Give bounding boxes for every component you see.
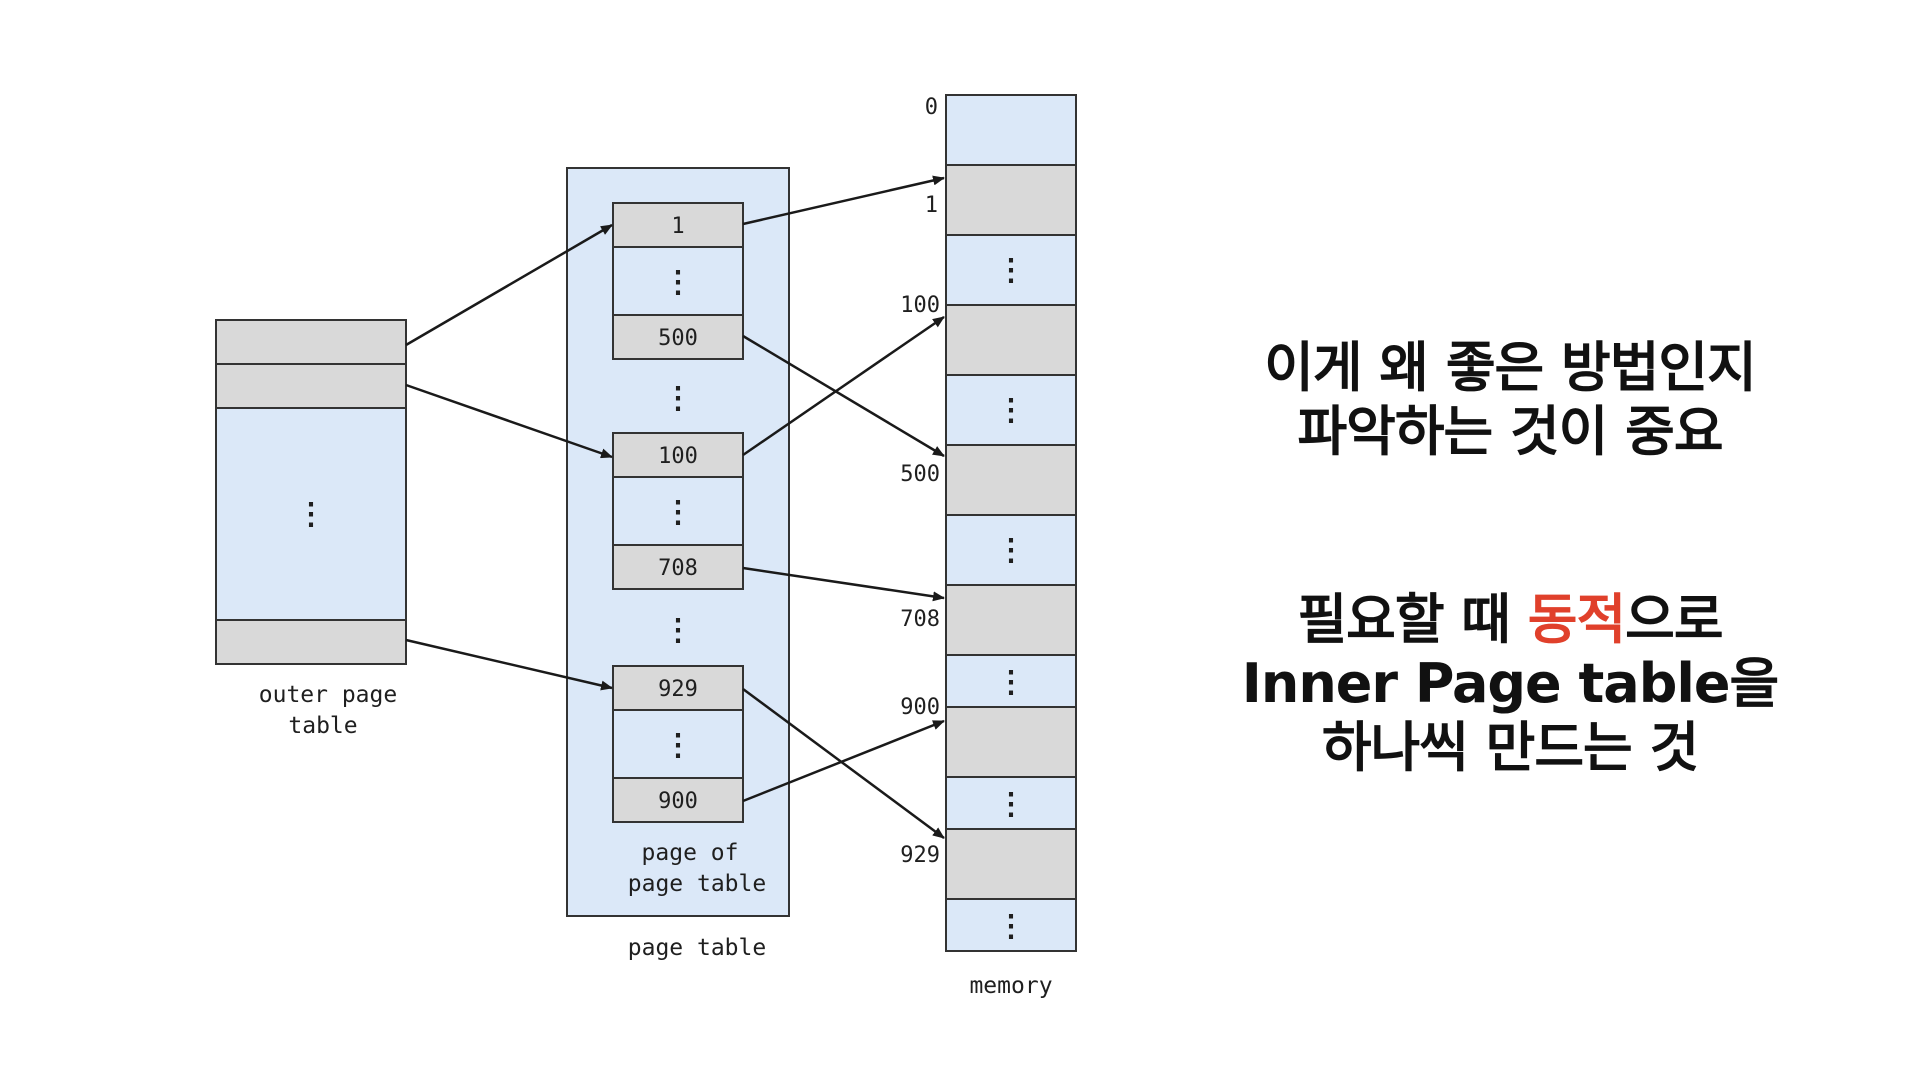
inner-entry-929-label: 929 [658, 677, 698, 702]
line-3-suffix: 으로 [1625, 588, 1723, 651]
arrow-entry-100-to-memory-100 [742, 315, 945, 457]
multilevel-page-table-diagram: ⋮ outer page table 1 500 ⋮ ⋮ 100 708 ⋮ ⋮… [215, 94, 1077, 999]
inner-entry-708 [612, 544, 744, 590]
inner-page-1-ellipsis: ⋮ [663, 265, 693, 300]
arrow-entry-500-to-memory-500 [742, 334, 945, 458]
outer-entry-last [215, 619, 407, 665]
arrow-entry-708-to-memory-708 [742, 566, 945, 602]
memory-address-0: 0 [925, 95, 938, 120]
memory-frame-500 [945, 444, 1077, 516]
memory-gap-1-ellipsis: ⋮ [996, 253, 1026, 288]
arrow-entry-1-to-memory-1 [742, 175, 945, 226]
inner-entry-708-label: 708 [658, 556, 698, 581]
memory-address-900: 900 [900, 695, 940, 720]
memory-address-929: 929 [900, 843, 940, 868]
memory-gap-5 [945, 776, 1077, 830]
memory-gap-4-ellipsis: ⋮ [996, 665, 1026, 700]
memory-label: memory [969, 973, 1052, 999]
arrow-outer-2-to-page-2 [405, 383, 613, 459]
memory-gap-6-ellipsis: ⋮ [996, 909, 1026, 944]
explanation-line-1: 이게 왜 좋은 방법인지 [1264, 336, 1757, 399]
gap-ellipsis-1: ⋮ [663, 381, 693, 416]
memory-frame-900 [945, 706, 1077, 778]
inner-page-3-ellipsis: ⋮ [663, 728, 693, 763]
memory-gap-1 [945, 234, 1077, 306]
inner-entry-929 [612, 665, 744, 711]
memory-frame-100 [945, 304, 1077, 376]
outer-entry-2 [215, 363, 407, 409]
page-table-label: page table [628, 935, 766, 961]
inner-entry-100 [612, 432, 744, 478]
explanation-block-2: 필요할 때 동적으로 Inner Page table을 하나씩 만드는 것 [1200, 588, 1820, 780]
highlighted-word: 동적 [1527, 588, 1626, 651]
outer-entry-1 [215, 319, 407, 365]
outer-ellipsis: ⋮ [296, 497, 326, 532]
arrow-entry-900-to-memory-900 [742, 719, 945, 803]
memory-frame-929 [945, 828, 1077, 900]
inner-region-label-line2: page table [628, 871, 766, 897]
inner-entry-500 [612, 314, 744, 360]
memory-column: ⋮ ⋮ ⋮ ⋮ ⋮ ⋮ [945, 94, 1077, 952]
explanation-line-2: 파악하는 것이 중요 [1297, 400, 1723, 463]
explanation-line-4: Inner Page table을 [1241, 652, 1779, 715]
arrow-entry-929-to-memory-929 [742, 687, 945, 840]
memory-address-1: 1 [925, 193, 938, 218]
inner-entry-500-label: 500 [658, 326, 698, 351]
explanation-block-1: 이게 왜 좋은 방법인지 파악하는 것이 중요 [1200, 336, 1820, 464]
memory-gap-5-ellipsis: ⋮ [996, 787, 1026, 822]
inner-page-1: 1 500 ⋮ [612, 202, 744, 360]
arrow-outer-1-to-page-1 [405, 223, 613, 347]
gap-ellipsis-2: ⋮ [663, 613, 693, 648]
inner-page-2: 100 708 ⋮ [612, 432, 744, 590]
explanation-line-3: 필요할 때 동적으로 [1200, 588, 1820, 652]
memory-address-708: 708 [900, 607, 940, 632]
memory-gap-3 [945, 514, 1077, 586]
outer-table-label-line2: table [288, 713, 357, 739]
outer-table-label-line1: outer page [259, 682, 397, 708]
inner-entry-900-label: 900 [658, 789, 698, 814]
outer-page-table: ⋮ [215, 319, 407, 665]
inner-entry-1-label: 1 [671, 214, 684, 239]
explanation-line-5: 하나씩 만드는 것 [1321, 716, 1699, 779]
inner-region-label-line1: page of [642, 840, 739, 866]
memory-address-100: 100 [900, 293, 940, 318]
inner-entry-100-label: 100 [658, 444, 698, 469]
memory-frame-708 [945, 584, 1077, 656]
inner-page-2-ellipsis: ⋮ [663, 495, 693, 530]
inner-entry-1 [612, 202, 744, 248]
memory-frame-1 [945, 164, 1077, 236]
memory-gap-3-ellipsis: ⋮ [996, 533, 1026, 568]
line-3-prefix: 필요할 때 [1297, 588, 1528, 651]
arrow-outer-last-to-page-3 [405, 638, 613, 691]
memory-gap-6 [945, 898, 1077, 952]
memory-address-500: 500 [900, 462, 940, 487]
memory-gap-2-ellipsis: ⋮ [996, 393, 1026, 428]
inner-page-3: 929 900 ⋮ [612, 665, 744, 823]
memory-frame-0 [945, 94, 1077, 166]
